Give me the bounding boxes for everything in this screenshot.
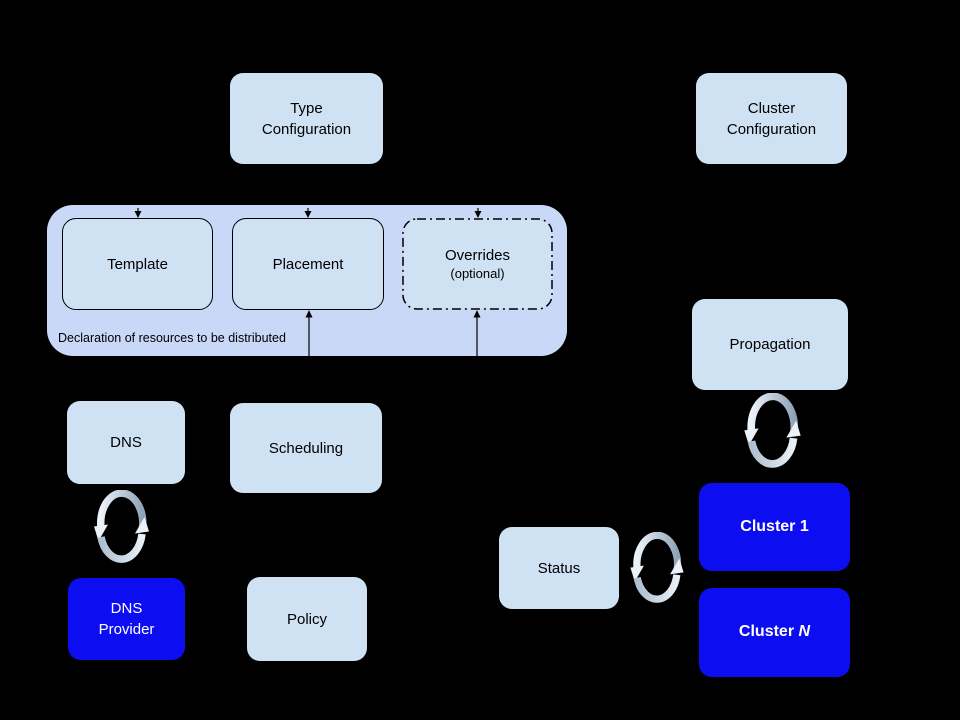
- overrides-sublabel: (optional): [450, 265, 505, 281]
- node-policy: Policy: [247, 577, 367, 661]
- resource-declaration-caption: Declaration of resources to be distribut…: [58, 331, 286, 345]
- node-cluster-n: Cluster N: [699, 588, 850, 677]
- node-dns-provider: DNS Provider: [68, 578, 185, 660]
- node-dns: DNS: [67, 401, 185, 484]
- node-type-configuration: Type Configuration: [230, 73, 383, 164]
- node-overrides: Overrides (optional): [402, 218, 553, 310]
- cluster-n-label: Cluster N: [738, 623, 811, 641]
- node-cluster-configuration: Cluster Configuration: [696, 73, 847, 164]
- sync-icon: [91, 490, 152, 568]
- node-cluster-1: Cluster 1: [699, 483, 850, 571]
- node-status: Status: [499, 527, 619, 609]
- overrides-dashdot-border: [402, 218, 553, 310]
- sync-icon: [741, 393, 804, 473]
- sync-icon: [628, 532, 686, 608]
- node-propagation: Propagation: [692, 299, 848, 390]
- overrides-label: Overrides: [444, 246, 511, 264]
- node-scheduling: Scheduling: [230, 403, 382, 493]
- cluster-1-label: Cluster 1: [740, 517, 809, 535]
- node-template: Template: [62, 218, 213, 310]
- node-placement: Placement: [232, 218, 384, 310]
